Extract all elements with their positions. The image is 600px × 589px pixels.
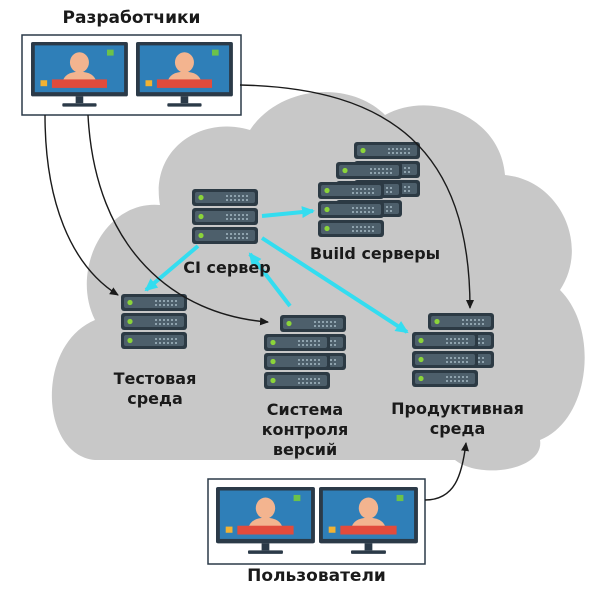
- arrow-dev-to-test: [44, 114, 119, 296]
- vcs-label-line1: Система: [266, 400, 344, 419]
- prod-label-line1: Продуктивная: [391, 399, 524, 418]
- server-stack-icon: [412, 332, 478, 387]
- prod-label: Продуктивная среда: [380, 399, 535, 439]
- arrow-ci-to-test: [144, 244, 200, 292]
- vcs-label-line2: контроля: [261, 420, 349, 439]
- arrow-users-to-prod: [424, 442, 469, 501]
- arrow-dev-to-prod: [239, 84, 474, 309]
- arrow-ci-to-build: [261, 206, 315, 219]
- prod-label-line2: среда: [429, 419, 486, 438]
- cyan-arrows: [144, 206, 409, 334]
- developers-title: Разработчики: [62, 8, 201, 28]
- vcs-label-line3: версий: [272, 440, 338, 459]
- server-stack-icon: [318, 182, 384, 237]
- build-servers-label: Build серверы: [309, 244, 441, 263]
- arrow-ci-to-prod: [260, 236, 409, 334]
- test-env-label-line1: Тестовая: [113, 369, 197, 388]
- arrow-dev-to-vcs: [87, 114, 269, 326]
- server-stack-icon: [264, 334, 330, 389]
- vcs-label: Система контроля версий: [245, 400, 365, 460]
- users-group: [207, 478, 426, 565]
- developers-group: [21, 34, 242, 116]
- ci-server-label: CI сервер: [183, 258, 271, 277]
- test-env-label: Тестовая среда: [100, 369, 210, 409]
- black-arrows: [44, 84, 474, 501]
- test-env-node: [121, 294, 187, 349]
- ci-server-node: [192, 189, 258, 244]
- test-env-label-line2: среда: [127, 389, 183, 408]
- users-title: Пользователи: [247, 566, 386, 586]
- arrow-vcs-to-ci: [248, 252, 292, 308]
